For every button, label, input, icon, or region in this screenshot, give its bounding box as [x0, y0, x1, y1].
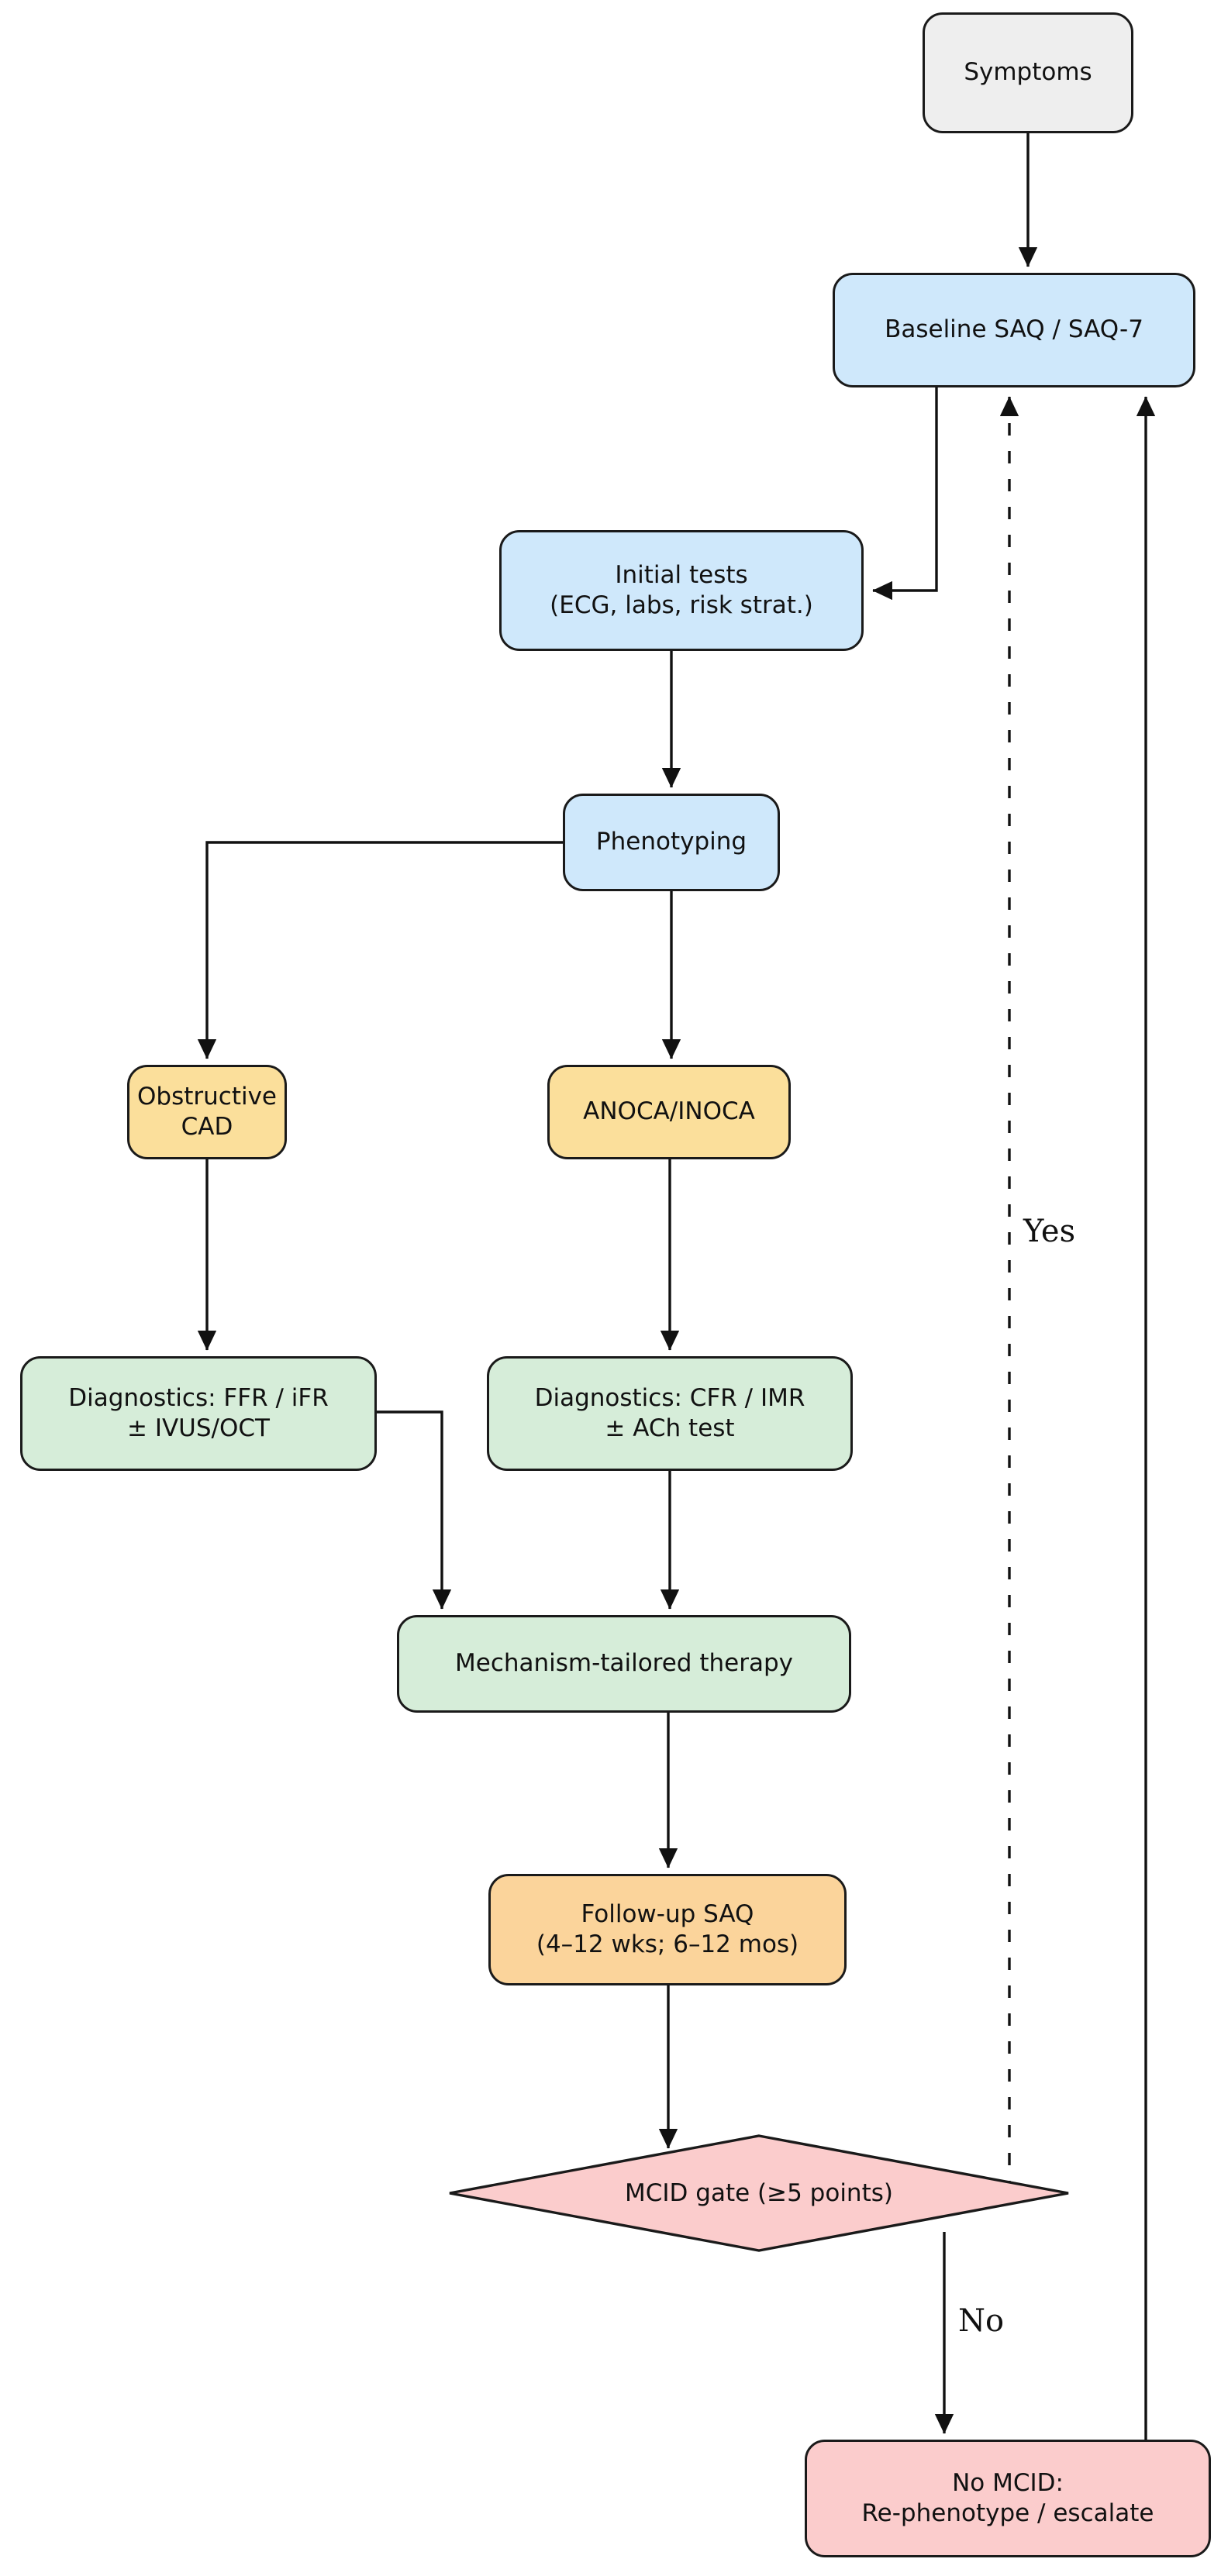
- node-symptoms[interactable]: Symptoms: [923, 12, 1133, 133]
- node-obstructive-cad[interactable]: Obstructive CAD: [127, 1065, 287, 1159]
- node-mechanism-therapy[interactable]: Mechanism-tailored therapy: [397, 1615, 851, 1713]
- mcid-gate-shape: [449, 2134, 1069, 2252]
- node-no-mcid-label: No MCID: Re-phenotype / escalate: [861, 2468, 1154, 2527]
- node-mechanism-therapy-label: Mechanism-tailored therapy: [455, 1649, 793, 1678]
- node-diagnostics-cfr[interactable]: Diagnostics: CFR / IMR ± ACh test: [487, 1356, 853, 1471]
- node-no-mcid[interactable]: No MCID: Re-phenotype / escalate: [805, 2440, 1211, 2557]
- node-followup-saq-label: Follow-up SAQ (4–12 wks; 6–12 mos): [536, 1899, 799, 1958]
- edge-ffr-therapy: [377, 1410, 452, 1610]
- node-mcid-gate[interactable]: MCID gate (≥5 points): [448, 2134, 1070, 2252]
- node-baseline-saq[interactable]: Baseline SAQ / SAQ-7: [833, 273, 1195, 387]
- node-diagnostics-cfr-label: Diagnostics: CFR / IMR ± ACh test: [534, 1383, 805, 1442]
- edge-label-yes: Yes: [1023, 1214, 1076, 1249]
- node-phenotyping[interactable]: Phenotyping: [563, 794, 780, 891]
- edge-phenotyping-cad: [197, 841, 563, 1059]
- node-obstructive-cad-label: Obstructive CAD: [137, 1082, 278, 1141]
- edge-label-no: No: [958, 2303, 1005, 2339]
- node-symptoms-label: Symptoms: [964, 58, 1092, 87]
- node-initial-tests-label: Initial tests (ECG, labs, risk strat.): [550, 560, 813, 619]
- node-diagnostics-ffr[interactable]: Diagnostics: FFR / iFR ± IVUS/OCT: [20, 1356, 377, 1471]
- node-anoca-inoca-label: ANOCA/INOCA: [583, 1097, 755, 1126]
- node-anoca-inoca[interactable]: ANOCA/INOCA: [547, 1065, 791, 1159]
- node-followup-saq[interactable]: Follow-up SAQ (4–12 wks; 6–12 mos): [488, 1874, 847, 1985]
- node-phenotyping-label: Phenotyping: [595, 828, 747, 856]
- node-diagnostics-ffr-label: Diagnostics: FFR / iFR ± IVUS/OCT: [68, 1383, 329, 1442]
- node-initial-tests[interactable]: Initial tests (ECG, labs, risk strat.): [499, 530, 864, 651]
- edge-baseline-initial: [872, 387, 938, 601]
- node-baseline-saq-label: Baseline SAQ / SAQ-7: [885, 315, 1143, 344]
